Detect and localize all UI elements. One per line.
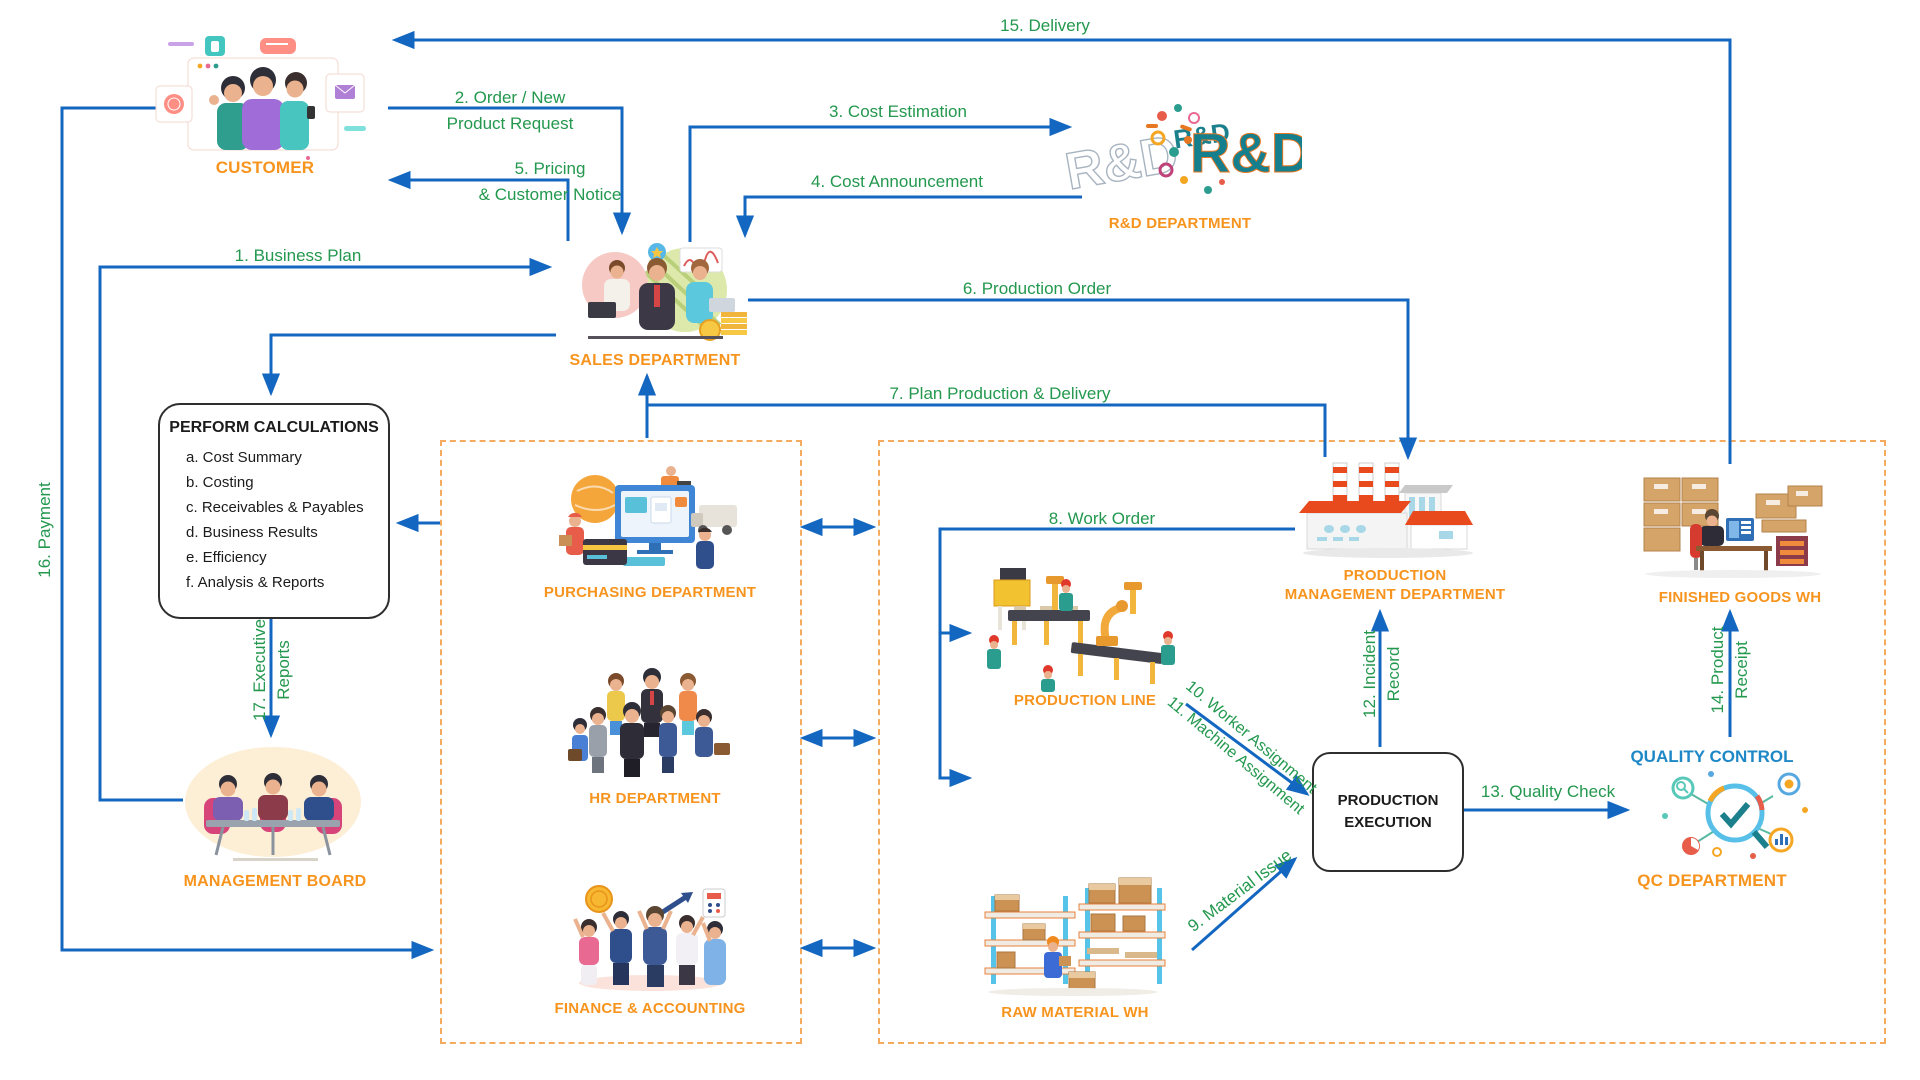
hr-label: HR DEPARTMENT <box>589 790 721 807</box>
management-board-illustration <box>178 740 368 865</box>
perform-calculations-title: PERFORM CALCULATIONS <box>169 419 379 436</box>
production-line-illustration <box>978 552 1178 692</box>
flow-label-17: 17. Executive Reports <box>247 590 297 750</box>
flow-line-4-cost-announcement <box>735 195 1082 239</box>
production-management-illustration <box>1293 455 1483 570</box>
flow-label-3: 3. Cost Estimation <box>829 102 967 121</box>
flow-label-1: 1. Business Plan <box>234 246 362 265</box>
flow-line-10-11-assignments <box>1185 702 1310 796</box>
flow-label-5-line2: & Customer Notice <box>478 185 622 204</box>
purchasing-illustration <box>553 463 743 573</box>
flow-line-16-payment <box>60 106 435 960</box>
flow-line-5-pricing <box>387 170 570 241</box>
flow-label-14-line1: 14. Product <box>1708 626 1727 714</box>
finished-goods-wh-label: FINISHED GOODS WH <box>1658 589 1822 606</box>
flow-line-6-production-order <box>748 298 1418 461</box>
flow-line-8-work-order <box>938 527 1295 788</box>
flow-line-15-delivery <box>391 30 1732 464</box>
flow-label-2-line1: 2. Order / New <box>454 88 566 107</box>
raw-material-wh-label: RAW MATERIAL WH <box>1001 1004 1149 1021</box>
flow-label-12-line1: 12. Incident <box>1360 630 1379 718</box>
perform-calculations-list: a. Cost Summary b. Costing c. Receivable… <box>160 445 388 595</box>
finance-label: FINANCE & ACCOUNTING <box>554 1000 746 1017</box>
flow-line-1-business-plan <box>98 257 553 802</box>
flow-label-15: 15. Delivery <box>1000 16 1090 35</box>
flow-label-2-line2: Product Request <box>446 114 574 133</box>
finished-goods-wh-illustration <box>1638 468 1828 583</box>
customer-label: CUSTOMER <box>215 158 315 177</box>
finance-illustration <box>563 883 738 993</box>
flow-label-17-line2: Reports <box>274 640 293 700</box>
flow-label-14: 14. Product Receipt <box>1705 590 1755 750</box>
calc-item-f: f. Analysis & Reports <box>186 574 325 591</box>
quality-control-title: QUALITY CONTROL <box>1630 747 1794 766</box>
production-management-label: PRODUCTION MANAGEMENT DEPARTMENT <box>1283 566 1507 604</box>
customer-illustration <box>148 30 378 170</box>
rnd-logo-solid: R&D <box>1190 121 1302 184</box>
flow-label-5-line1: 5. Pricing <box>514 159 586 178</box>
sales-illustration <box>560 240 750 345</box>
calc-item-e: e. Efficiency <box>186 549 267 566</box>
flow-label-5: 5. Pricing & Customer Notice <box>450 156 650 208</box>
flow-label-12: 12. Incident Record <box>1357 594 1407 754</box>
raw-material-wh-illustration <box>973 868 1173 998</box>
flow-label-12-line2: Record <box>1384 646 1403 702</box>
production-management-label-line1: PRODUCTION <box>1343 567 1447 584</box>
flow-label-17-line1: 17. Executive <box>250 618 269 722</box>
management-board-label: MANAGEMENT BOARD <box>183 873 367 890</box>
flow-label-4: 4. Cost Announcement <box>810 172 983 191</box>
calc-item-c: c. Receivables & Payables <box>186 499 364 516</box>
calc-item-d: d. Business Results <box>186 524 318 541</box>
flow-line-sales-to-calculations <box>261 333 556 397</box>
rnd-illustration: R&D R&D R&D <box>1062 80 1302 215</box>
production-execution-line1: PRODUCTION <box>1337 792 1439 809</box>
flow-label-16: 16. Payment <box>35 482 54 578</box>
calc-item-b: b. Costing <box>186 474 254 491</box>
flow-line-2-order <box>388 106 632 236</box>
flow-line-9-material-issue <box>1191 856 1298 952</box>
production-line-label: PRODUCTION LINE <box>1013 692 1157 709</box>
production-execution-box: PRODUCTION EXECUTION <box>1312 752 1464 872</box>
flow-label-8: 8. Work Order <box>1048 509 1156 528</box>
flow-label-13: 13. Quality Check <box>1480 782 1616 801</box>
purchasing-label: PURCHASING DEPARTMENT <box>543 584 757 601</box>
flow-line-3-cost-estimation <box>688 117 1073 242</box>
rnd-label: R&D DEPARTMENT <box>1108 215 1252 232</box>
qc-logo <box>1653 768 1813 863</box>
hr-illustration <box>568 663 738 783</box>
flow-label-14-line2: Receipt <box>1732 641 1751 699</box>
calc-item-a: a. Cost Summary <box>186 449 302 466</box>
flow-label-2: 2. Order / New Product Request <box>410 85 610 137</box>
flow-label-6: 6. Production Order <box>962 279 1112 298</box>
sales-label: SALES DEPARTMENT <box>569 352 741 369</box>
flow-label-7: 7. Plan Production & Delivery <box>889 384 1111 403</box>
production-execution-line2: EXECUTION <box>1344 814 1432 831</box>
perform-calculations-box: PERFORM CALCULATIONS a. Cost Summary b. … <box>158 403 390 619</box>
qc-department-label: QC DEPARTMENT <box>1637 871 1787 890</box>
production-management-label-line2: MANAGEMENT DEPARTMENT <box>1284 586 1506 603</box>
flow-line-7-plan-production <box>637 372 1327 457</box>
